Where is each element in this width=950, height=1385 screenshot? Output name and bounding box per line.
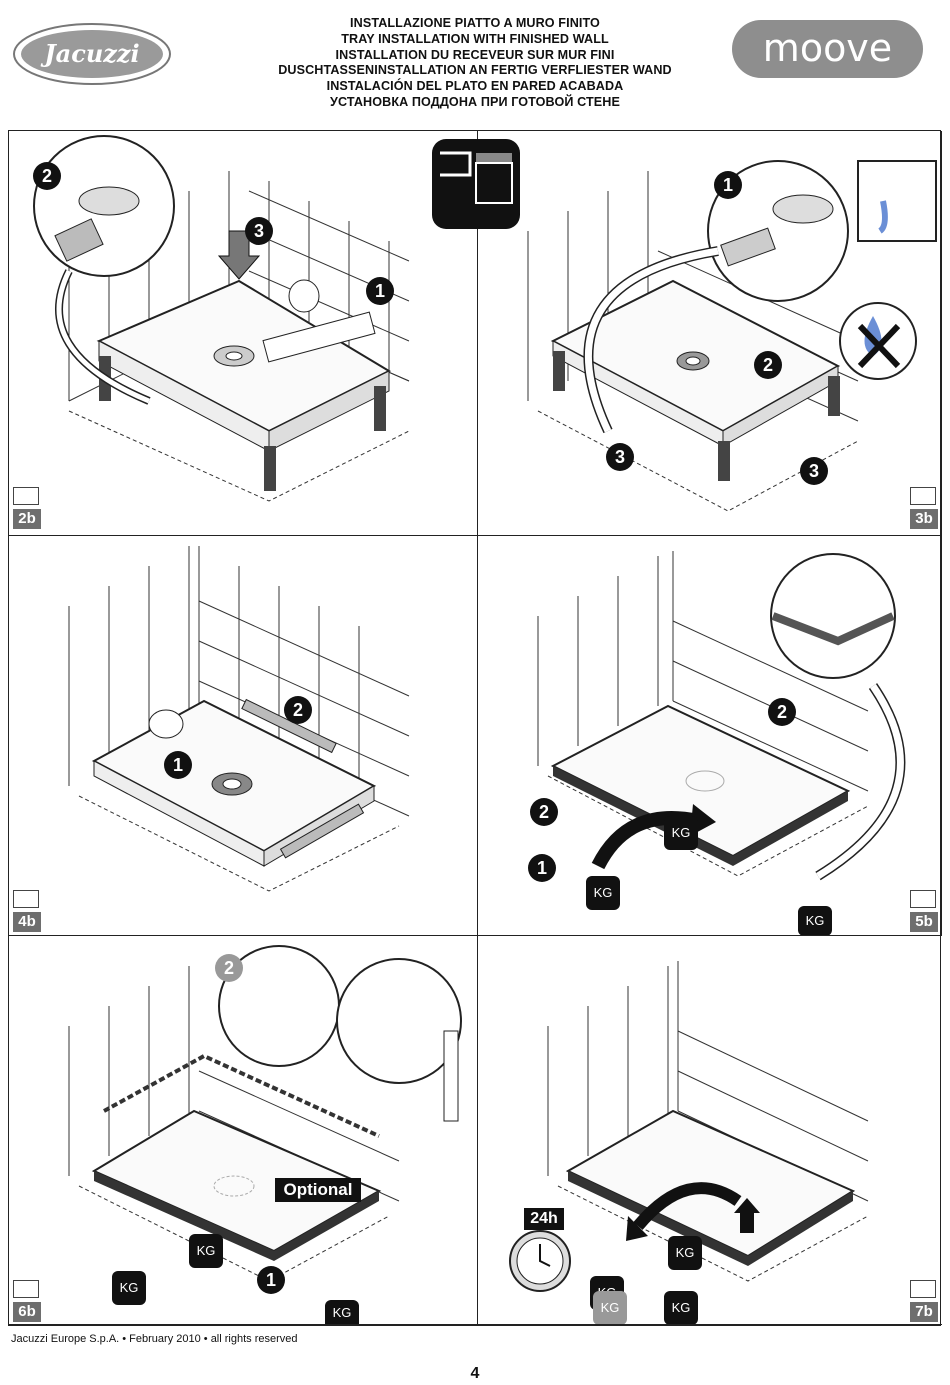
- jacuzzi-logo: Jacuzzi: [12, 22, 172, 86]
- svg-text:Jacuzzi: Jacuzzi: [40, 39, 139, 68]
- kg-weight: KG: [189, 1234, 223, 1268]
- pencil-icon: [910, 890, 936, 908]
- panel-3b: 1 2 3 3 3b: [478, 131, 942, 536]
- kg-weight-ghost: KG: [593, 1291, 627, 1324]
- step-label: 5b: [910, 912, 938, 932]
- panel-5b: KG KG KG KG KG 2 2 1 5b: [478, 536, 942, 936]
- panel-7b-illustration: [509, 961, 869, 1292]
- panel-4b: 2 1 4b: [9, 536, 478, 936]
- callout-1: 1: [528, 854, 556, 882]
- panel-2b: 2 3 1 2b: [9, 131, 478, 536]
- pencil-icon: [13, 487, 39, 505]
- title-ru: УСТАНОВКА ПОДДОНА ПРИ ГОТОВОЙ СТЕНЕ: [330, 94, 620, 109]
- page-number: 4: [470, 1365, 480, 1382]
- callout-2: 2: [754, 351, 782, 379]
- time-label: 24h: [524, 1208, 564, 1230]
- kg-weight: KG: [664, 816, 698, 850]
- callout-1: 1: [257, 1266, 285, 1294]
- callout-2: 2: [284, 696, 312, 724]
- kg-weight: KG: [668, 1236, 702, 1270]
- pencil-icon: [13, 890, 39, 908]
- title-en: TRAY INSTALLATION WITH FINISHED WALL: [341, 31, 609, 46]
- callout-1: 1: [366, 277, 394, 305]
- page-titles: INSTALLAZIONE PIATTO A MURO FINITO TRAY …: [240, 16, 710, 111]
- callout-3: 3: [245, 217, 273, 245]
- panel-4b-illustration: [68, 546, 410, 892]
- callout-3b: 3: [800, 457, 828, 485]
- callout-2: 2: [768, 698, 796, 726]
- pencil-icon: [13, 1280, 39, 1298]
- product-badge: moove: [732, 20, 923, 78]
- callout-2: 2: [530, 798, 558, 826]
- callout-2: 2: [33, 162, 61, 190]
- copyright-footer: Jacuzzi Europe S.p.A. • February 2010 • …: [11, 1333, 298, 1345]
- kg-weight: KG: [112, 1271, 146, 1305]
- kg-weight: KG: [798, 906, 832, 935]
- panel-2b-illustration: [33, 135, 410, 502]
- title-it: INSTALLAZIONE PIATTO A MURO FINITO: [350, 16, 600, 30]
- step-label: 4b: [13, 912, 41, 932]
- step-label: 3b: [910, 509, 938, 529]
- panel-6b-illustration: [68, 945, 462, 1282]
- callout-3a: 3: [606, 443, 634, 471]
- kg-weight: KG: [586, 876, 620, 910]
- panel-3b-illustration: [527, 160, 937, 512]
- callout-1: 1: [164, 751, 192, 779]
- finished-wall-icon: [430, 137, 522, 231]
- instruction-grid: 2 3 1 2b: [8, 130, 942, 1326]
- title-de: DUSCHTASSENINSTALLATION AN FERTIG VERFLI…: [278, 63, 672, 78]
- kg-weight: KG: [325, 1300, 359, 1324]
- pencil-icon: [910, 487, 936, 505]
- panel-7b: 24h KG KG KG KG 7b: [478, 936, 942, 1325]
- pencil-icon: [910, 1280, 936, 1298]
- step-label: 7b: [910, 1302, 938, 1322]
- step-label: 6b: [13, 1302, 41, 1322]
- optional-tag: Optional: [275, 1178, 361, 1202]
- title-es: INSTALACIÓN DEL PLATO EN PARED ACABADA: [326, 79, 624, 94]
- callout-1: 1: [714, 171, 742, 199]
- step-label: 2b: [13, 509, 41, 529]
- title-fr: INSTALLATION DU RECEVEUR SUR MUR FINI: [335, 47, 615, 62]
- panel-6b: Optional KG KG KG 2 1 6b: [9, 936, 478, 1325]
- kg-weight: KG: [664, 1291, 698, 1324]
- callout-2: 2: [215, 954, 243, 982]
